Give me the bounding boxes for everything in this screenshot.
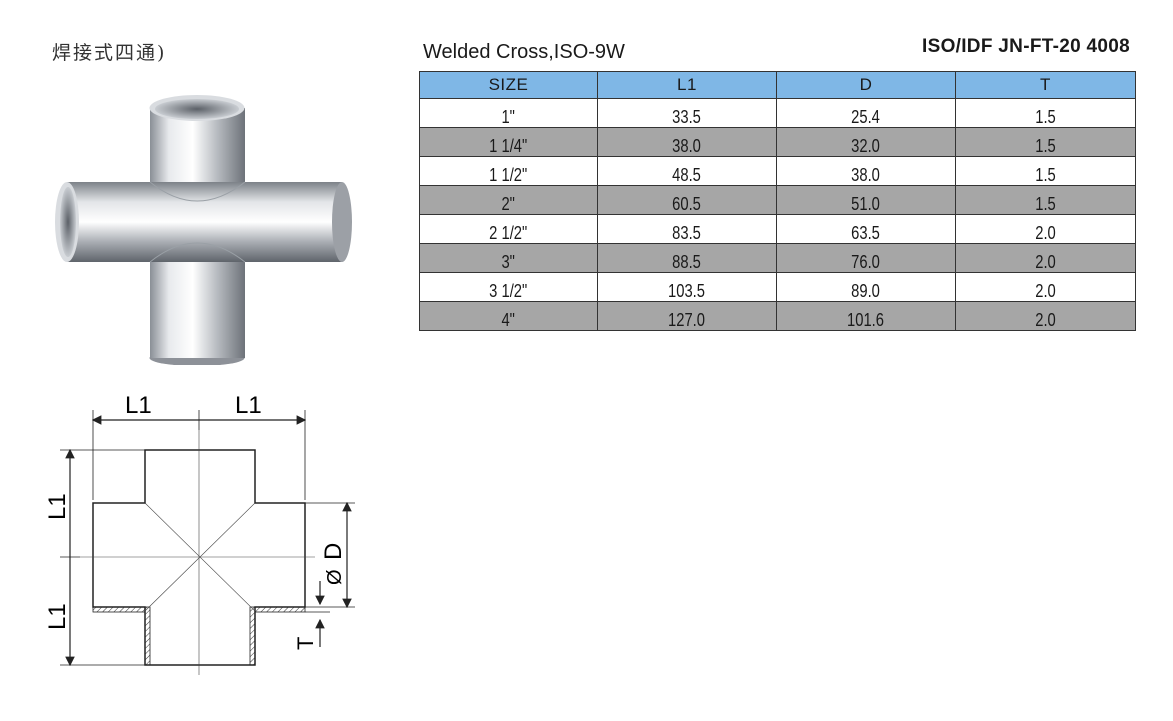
cell-l1: 48.5 — [672, 165, 702, 185]
cell-t: 2.0 — [1035, 310, 1056, 330]
table-header-row: SIZE L1 D T — [419, 71, 1136, 99]
cell-size: 3" — [501, 252, 516, 272]
cell-d: 38.0 — [851, 165, 881, 185]
cell-l1: 127.0 — [668, 310, 706, 330]
cell-d: 63.5 — [851, 223, 881, 243]
cell-d: 51.0 — [851, 194, 881, 214]
cell-size: 4" — [501, 310, 516, 330]
column-header-l1: L1 — [597, 71, 777, 99]
table-row: 1 1/2" 48.5 38.0 1.5 — [419, 156, 1136, 186]
product-heading: 焊接式四通) — [52, 42, 167, 64]
table-row: 4" 127.0 101.6 2.0 — [419, 301, 1136, 331]
table-row: 3" 88.5 76.0 2.0 — [419, 243, 1136, 273]
standard-code: ISO/IDF JN-FT-20 4008 — [922, 36, 1130, 57]
cell-t: 2.0 — [1035, 281, 1056, 301]
column-header-t: T — [955, 71, 1136, 99]
cell-t: 1.5 — [1035, 136, 1056, 156]
dim-label-t: T — [293, 637, 318, 650]
table-title: Welded Cross,ISO-9W — [423, 41, 625, 63]
dim-label-diameter-symbol: Ø — [324, 569, 346, 585]
cell-l1: 60.5 — [672, 194, 702, 214]
cell-size: 2" — [501, 194, 516, 214]
cell-size: 3 1/2" — [489, 281, 528, 301]
spec-table: SIZE L1 D T 1" 33.5 25.4 1.5 1 1/4" 38.0… — [419, 71, 1136, 331]
cell-d: 101.6 — [847, 310, 885, 330]
cell-d: 89.0 — [851, 281, 881, 301]
cell-l1: 103.5 — [668, 281, 706, 301]
table-row: 3 1/2" 103.5 89.0 2.0 — [419, 272, 1136, 302]
cell-l1: 38.0 — [672, 136, 702, 156]
cell-size: 1 1/4" — [489, 136, 528, 156]
cell-d: 25.4 — [851, 107, 881, 127]
cell-l1: 88.5 — [672, 252, 702, 272]
dim-label-d: D — [320, 543, 347, 560]
cell-size: 1" — [501, 107, 516, 127]
table-row: 2 1/2" 83.5 63.5 2.0 — [419, 214, 1136, 244]
dim-label-l1-left-bottom: L1 — [44, 603, 71, 630]
technical-drawing: L1 L1 L1 L1 Ø D T — [44, 392, 355, 675]
cell-size: 2 1/2" — [489, 223, 528, 243]
table-row: 1 1/4" 38.0 32.0 1.5 — [419, 127, 1136, 157]
column-header-size: SIZE — [419, 71, 598, 99]
cell-l1: 33.5 — [672, 107, 702, 127]
cell-t: 2.0 — [1035, 223, 1056, 243]
cell-d: 32.0 — [851, 136, 881, 156]
table-row: 2" 60.5 51.0 1.5 — [419, 185, 1136, 215]
product-photo — [55, 95, 352, 365]
column-header-d: D — [776, 71, 956, 99]
cell-t: 1.5 — [1035, 165, 1056, 185]
cell-t: 2.0 — [1035, 252, 1056, 272]
cell-size: 1 1/2" — [489, 165, 528, 185]
cell-d: 76.0 — [851, 252, 881, 272]
table-row: 1" 33.5 25.4 1.5 — [419, 98, 1136, 128]
cell-t: 1.5 — [1035, 194, 1056, 214]
dim-label-l1-top-right: L1 — [235, 392, 262, 419]
dim-label-l1-left-top: L1 — [44, 493, 71, 520]
cell-l1: 83.5 — [672, 223, 702, 243]
dim-label-l1-top-left: L1 — [125, 392, 152, 419]
cell-t: 1.5 — [1035, 107, 1056, 127]
